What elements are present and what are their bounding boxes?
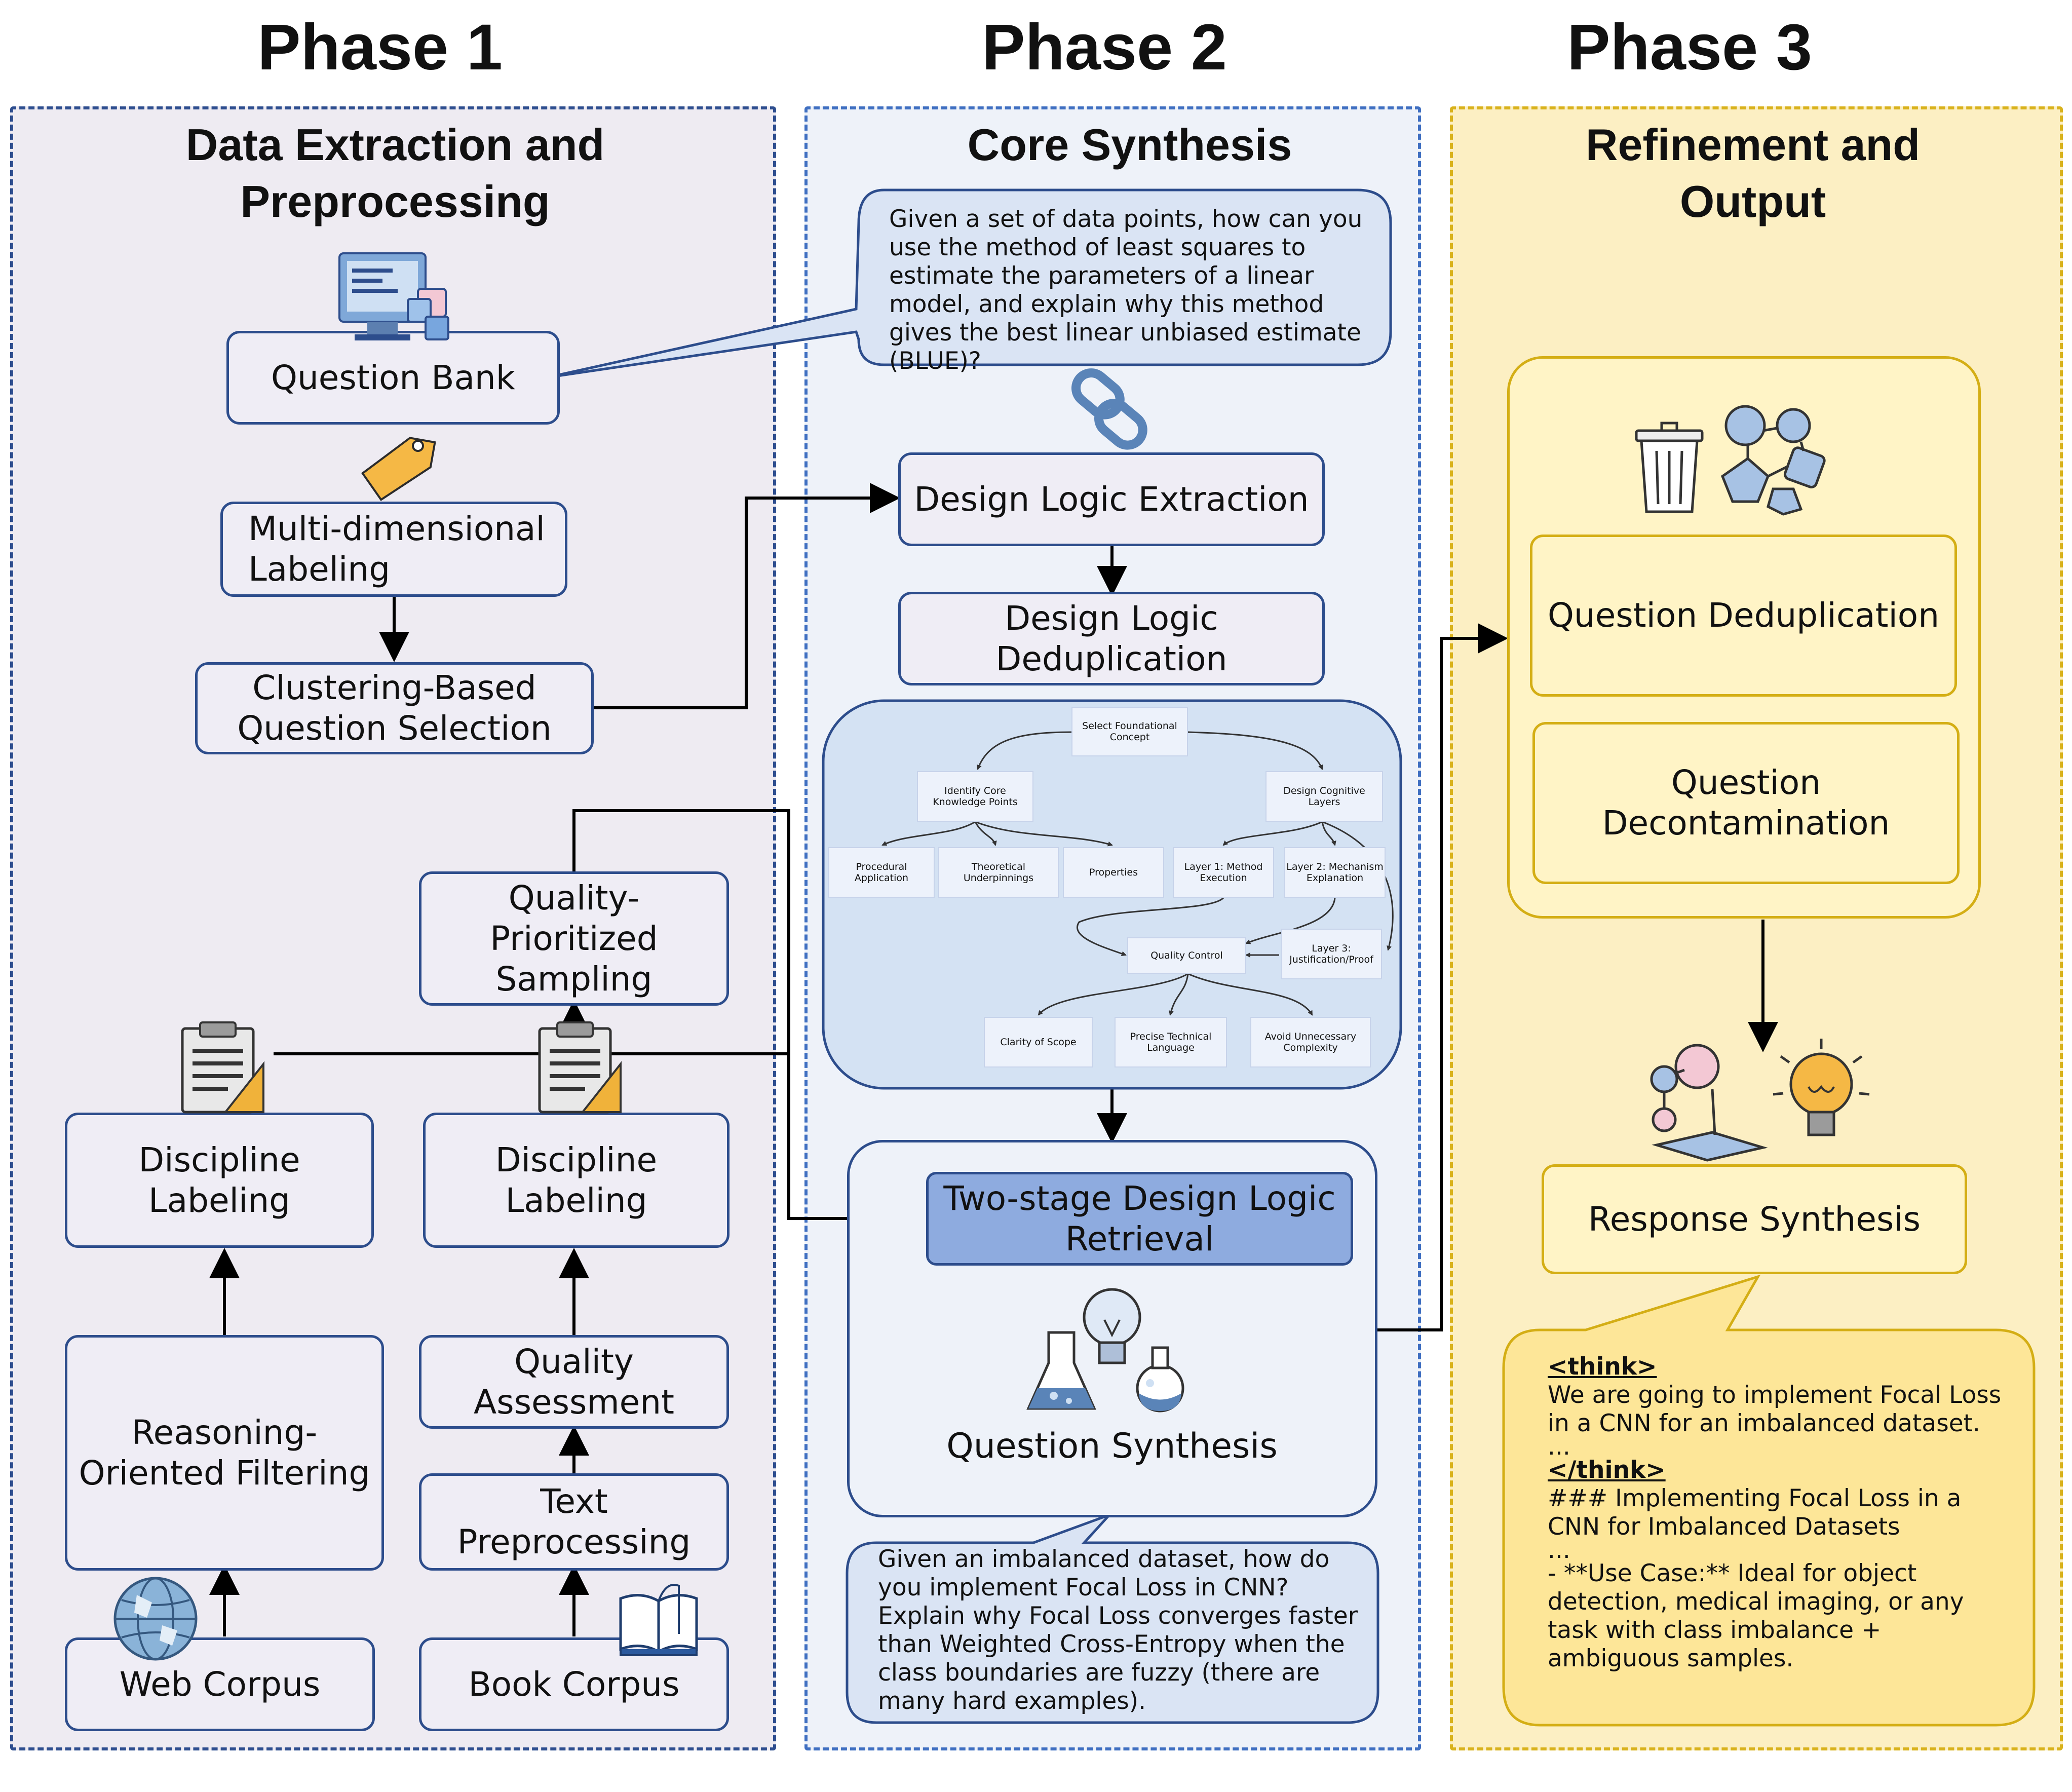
tree-edge [977, 731, 1072, 770]
question-decontam-box[interactable]: Question Decontamination [1532, 722, 1960, 884]
two-stage-retrieval-box[interactable]: Two-stage Design Logic Retrieval [926, 1172, 1353, 1266]
question-synthesis-label: Question Synthesis [946, 1426, 1278, 1466]
think-line: We are going to implement Focal Loss in … [1548, 1381, 2002, 1437]
arrow-synthesis-to-refinement [1377, 623, 1508, 1331]
think-open-tag: <think> [1548, 1353, 1657, 1381]
discipline-labeling-right-box[interactable]: Discipline Labeling [423, 1113, 730, 1248]
tree-edge [1077, 897, 1224, 957]
phase-3-panel-title: Refinement and Output [1585, 120, 1921, 226]
think-bubble-shape [1502, 1274, 2036, 1727]
network-icon [1720, 405, 1826, 516]
chain-link-icon [1071, 368, 1147, 450]
synth-bubble-text: Given an imbalanced dataset, how do you … [878, 1545, 1358, 1715]
tree-edge [1038, 973, 1188, 1016]
tree-node-clarity: Clarity of Scope [984, 1017, 1093, 1067]
tree-edge [974, 821, 997, 846]
web-corpus-box[interactable]: Web Corpus [65, 1637, 375, 1731]
flask-lightbulb-icon [1026, 1288, 1184, 1413]
tree-node-layer1: Layer 1: Method Execution [1173, 847, 1274, 898]
tree-node-layer2: Layer 2: Mechanism Explanation [1284, 847, 1386, 898]
response-heading: ### Implementing Focal Loss in a CNN for… [1548, 1484, 1962, 1541]
book-icon [619, 1584, 698, 1656]
globe-icon [113, 1577, 198, 1661]
think-bubble-text: <think> We are going to implement Focal … [1548, 1353, 2014, 1673]
response-synthesis-box[interactable]: Response Synthesis [1542, 1164, 1967, 1274]
synth-bubble-shape [846, 1513, 1379, 1724]
discipline-labeling-left-box[interactable]: Discipline Labeling [65, 1113, 374, 1248]
clipboard-icon [538, 1021, 622, 1114]
tree-node-core-points: Identify Core Knowledge Points [917, 771, 1033, 822]
clipboard-icon [181, 1021, 264, 1114]
tree-node-precise: Precise Technical Language [1115, 1017, 1227, 1067]
arrow-clustering-to-extraction [594, 483, 900, 709]
science-lightbulb-icon [1650, 1039, 1870, 1162]
tree-node-avoid: Avoid Unnecessary Complexity [1250, 1017, 1371, 1067]
tree-edge [1245, 897, 1336, 944]
tree-node-layer3: Layer 3: Justification/Proof [1281, 929, 1382, 979]
tree-edge [1222, 821, 1323, 846]
tree-edge [881, 821, 976, 846]
tree-edge [1187, 973, 1313, 1016]
computer-icon [338, 252, 449, 340]
trash-icon [1635, 422, 1704, 513]
phase-1-panel-title: Data Extraction and Preprocessing [185, 120, 605, 226]
tree-node-procedural: Procedural Application [828, 847, 935, 898]
question-dedup-box[interactable]: Question Deduplication [1530, 535, 1957, 697]
think-ellipsis: ... [1548, 1433, 1570, 1461]
tree-edge [1321, 821, 1336, 846]
quality-sampling-box[interactable]: Quality-Prioritized Sampling [419, 871, 729, 1006]
phase-3-title: Phase 3 [1567, 11, 1812, 84]
tree-edge [1322, 821, 1394, 951]
think-close-tag: </think> [1548, 1456, 1666, 1484]
phase-2-title: Phase 2 [982, 11, 1227, 84]
response-ellipsis: ... [1548, 1536, 1570, 1564]
reasoning-filtering-box[interactable]: Reasoning-Oriented Filtering [65, 1335, 384, 1571]
multi-dimensional-labeling-box[interactable]: Multi-dimensional Labeling [220, 502, 567, 597]
tree-edge [1168, 973, 1189, 1016]
tree-edge [1187, 731, 1323, 770]
response-use-case: - **Use Case:** Ideal for object detecti… [1548, 1559, 1964, 1672]
tree-node-properties: Properties [1063, 847, 1164, 898]
tree-node-quality-control: Quality Control [1127, 937, 1246, 974]
phase-1-title: Phase 1 [257, 11, 503, 84]
quality-assessment-box[interactable]: Quality Assessment [419, 1335, 729, 1429]
arrow-sampling-to-retrieval [572, 809, 931, 1234]
clustering-selection-box[interactable]: Clustering-Based Question Selection [195, 662, 594, 754]
text-preprocessing-box[interactable]: Text Preprocessing [419, 1473, 729, 1571]
question-bank-box[interactable]: Question Bank [226, 331, 560, 425]
design-logic-dedup-box[interactable]: Design Logic Deduplication [898, 592, 1325, 685]
question-bubble-shape [547, 188, 1392, 379]
tree-node-theoretical: Theoretical Underpinnings [938, 847, 1059, 898]
tag-icon [361, 437, 436, 501]
phase-2-panel-title: Core Synthesis [967, 120, 1292, 170]
question-bubble-text: Given a set of data points, how can you … [889, 205, 1363, 375]
tree-node-root: Select Foundational Concept [1071, 707, 1188, 756]
tree-edge [975, 821, 1113, 847]
tree-node-cognitive-layers: Design Cognitive Layers [1265, 771, 1383, 822]
book-corpus-box[interactable]: Book Corpus [419, 1637, 729, 1731]
design-logic-extraction-box[interactable]: Design Logic Extraction [898, 452, 1325, 546]
